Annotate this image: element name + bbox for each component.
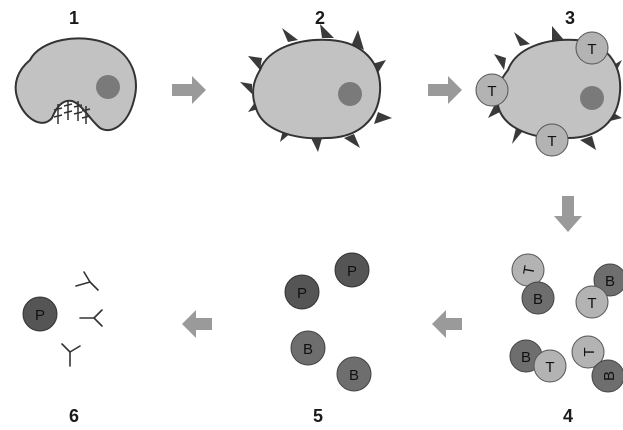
plasma-cell: P: [22, 296, 58, 332]
arrow-3-to-4: [554, 196, 582, 232]
step-number-3: 3: [565, 8, 575, 28]
b-cell-label: B: [349, 367, 359, 384]
bacteria-cluster: [53, 100, 91, 124]
apc-with-t-cells: T T T: [475, 26, 622, 157]
plasma-cell: P: [334, 252, 370, 288]
arrow-4-to-5: [432, 310, 462, 338]
arrow-1-to-2: [172, 76, 206, 104]
macrophage-engulfing-cell: [14, 37, 137, 131]
antibody-icon: [61, 343, 81, 367]
macrophage-nucleus: [96, 75, 120, 99]
b-cell-label: B: [303, 341, 313, 358]
antibody-icon: [75, 271, 99, 291]
t-cell-label: T: [487, 83, 496, 100]
b-cell-label: B: [605, 273, 615, 290]
step-number-4: 4: [563, 406, 573, 426]
plasma-cell-label: P: [35, 307, 45, 324]
t-cell: T: [475, 73, 509, 107]
t-cell: T: [511, 253, 545, 287]
b-cell: B: [336, 356, 372, 392]
t-cell: T: [535, 123, 569, 157]
apc-body-3: [495, 38, 622, 140]
plasma-cell-with-antibodies: P: [22, 271, 103, 367]
b-cell: B: [593, 263, 623, 297]
plasma-cell-label: P: [297, 285, 307, 302]
plasma-cell: P: [284, 274, 320, 310]
b-and-plasma-cells: P P B B: [284, 252, 372, 392]
antigen-presenting-cell: [240, 24, 392, 152]
t-cell-label: T: [545, 359, 554, 376]
plasma-cell-label: P: [347, 263, 357, 280]
step-number-1: 1: [69, 8, 79, 28]
t-b-cell-interactions: T B B T B T T B: [509, 253, 623, 393]
b-cell-label: B: [601, 371, 618, 381]
b-cell-label: B: [521, 349, 531, 366]
t-cell-label: T: [547, 133, 556, 150]
t-cell: T: [533, 349, 567, 383]
t-cell-label: T: [587, 295, 596, 312]
apc-nucleus-3: [580, 86, 604, 110]
b-cell: B: [521, 281, 555, 315]
t-cell: T: [571, 335, 605, 369]
b-cell: B: [591, 359, 623, 393]
t-cell: T: [575, 285, 609, 319]
t-cell-label: T: [587, 41, 596, 58]
macrophage-body: [14, 37, 137, 131]
antibody-icon: [79, 309, 103, 327]
t-cell-label: T: [520, 264, 538, 276]
arrow-2-to-3: [428, 76, 462, 104]
step-number-6: 6: [69, 406, 79, 426]
step-number-5: 5: [313, 406, 323, 426]
apc-nucleus: [338, 82, 362, 106]
t-cell: T: [575, 31, 609, 65]
b-cell-label: B: [533, 291, 543, 308]
step-number-2: 2: [315, 8, 325, 28]
b-cell: B: [290, 330, 326, 366]
arrow-5-to-6: [182, 310, 212, 338]
apc-body: [252, 38, 382, 140]
t-cell-label: T: [581, 347, 598, 356]
